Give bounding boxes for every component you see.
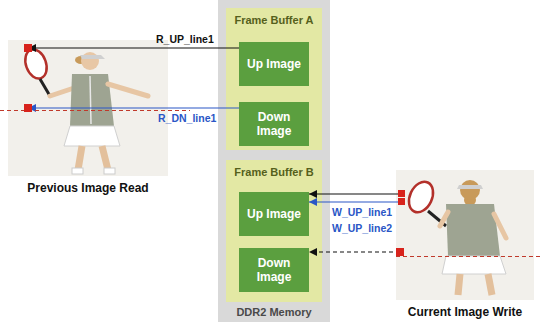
frame-buffer: Frame Buffer B Up ImageDown Image — [226, 160, 322, 302]
line-start-marker — [24, 104, 32, 112]
visor — [457, 185, 483, 189]
arm — [440, 212, 448, 226]
image-block: Down Image — [239, 248, 309, 292]
shoe — [72, 168, 83, 174]
visor — [80, 55, 105, 59]
racket-head — [404, 178, 437, 216]
arm — [50, 88, 74, 96]
frame-buffer-fill — [226, 160, 322, 302]
line-start-marker — [24, 44, 32, 52]
frame-buffer: Frame Buffer A Up ImageDown Image — [226, 8, 322, 150]
head — [460, 180, 480, 200]
leg — [488, 274, 492, 295]
line-start-marker — [398, 190, 405, 197]
shoe — [104, 168, 115, 174]
image-caption: Previous Image Read — [27, 181, 148, 195]
image-block: Up Image — [239, 192, 309, 236]
block-label: Down Image — [243, 256, 305, 284]
signal-arrow — [28, 47, 239, 48]
racket-handle — [40, 79, 50, 96]
signal-label: R_DN_line1 — [158, 112, 216, 125]
image-frame: Previous Image Read — [8, 40, 168, 176]
head — [81, 52, 99, 70]
panel-title: DDR2 Memory — [236, 306, 311, 319]
image-block: Up Image — [239, 42, 309, 86]
skirt — [442, 256, 506, 274]
signal-label: W_UP_line1 — [332, 206, 392, 219]
signal-arrow — [309, 251, 400, 252]
leg — [102, 146, 108, 170]
block-label: Up Image — [247, 57, 301, 71]
jacket — [446, 204, 500, 256]
line-start-marker — [398, 198, 405, 205]
block-label: Down Image — [243, 110, 305, 138]
signal-arrow — [309, 201, 402, 202]
block-label: Up Image — [247, 207, 301, 221]
frame-buffer-fill — [226, 8, 322, 150]
signal-arrow — [28, 107, 239, 108]
arm — [108, 84, 148, 96]
buffer-title: Frame Buffer B — [226, 166, 322, 179]
leg — [78, 146, 82, 170]
buffer-title: Frame Buffer A — [226, 14, 322, 27]
photo-ground — [396, 170, 534, 300]
leg — [458, 274, 460, 295]
signal-label: R_UP_line1 — [156, 33, 214, 46]
scan-line — [396, 256, 541, 257]
memory-panel: DDR2 MemoryFrame Buffer AUp ImageDown Im… — [218, 0, 330, 322]
image-block: Down Image — [239, 102, 309, 146]
line-start-marker — [396, 248, 404, 256]
skirt — [64, 126, 120, 146]
zipper — [90, 76, 91, 124]
signal-label: W_UP_line2 — [332, 222, 392, 235]
signal-arrow — [309, 193, 402, 194]
arm — [494, 214, 506, 238]
image-caption: Current Image Write — [408, 305, 522, 319]
image-frame: Current Image Write — [396, 170, 534, 300]
tennis-player-photo — [396, 170, 534, 300]
